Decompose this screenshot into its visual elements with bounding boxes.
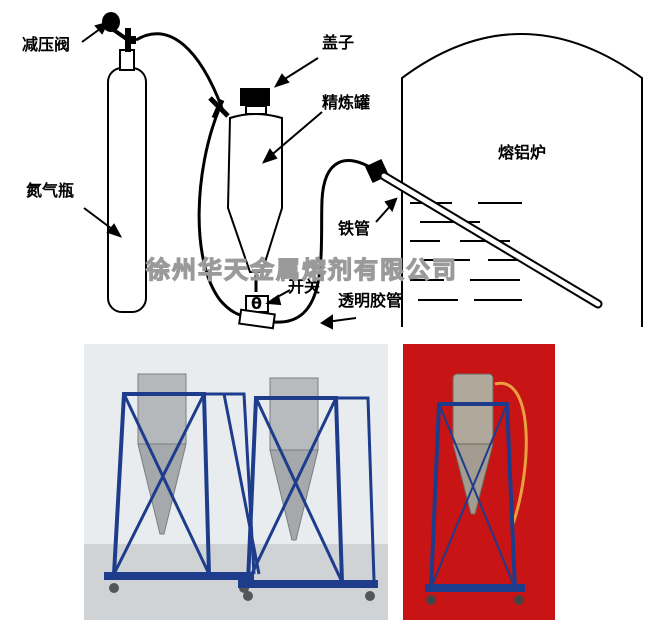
tank-cart-2	[238, 377, 378, 601]
label-arrows	[81, 21, 398, 330]
valve-symbol-label: θ	[251, 294, 262, 313]
photo-refining-carts	[84, 344, 388, 620]
photo-single-unit	[403, 344, 555, 620]
gas-hose-side	[197, 111, 247, 318]
single-tank-cart	[425, 373, 528, 605]
label-aluminum-furnace: 熔铝炉	[498, 143, 546, 162]
label-iron-pipe: 铁管	[338, 219, 370, 238]
label-cap: 盖子	[322, 33, 354, 52]
label-switch: 开关	[288, 277, 320, 296]
gas-hose-upper	[135, 32, 224, 109]
tee-connector	[208, 96, 230, 120]
label-pressure-valve: 减压阀	[22, 35, 70, 54]
aluminum-furnace	[401, 33, 643, 327]
switch-valve: θ	[238, 294, 276, 330]
nitrogen-bottle	[107, 28, 147, 313]
company-watermark: 徐州华天金属熔剂有限公司	[145, 256, 458, 284]
pressure-valve	[102, 12, 136, 44]
transparent-hose	[273, 159, 379, 324]
label-refining-tank: 精炼罐	[322, 93, 370, 112]
iron-pipe	[365, 159, 603, 309]
label-transparent-hose: 透明胶管	[338, 291, 402, 310]
label-nitrogen-bottle: 氮气瓶	[26, 181, 74, 200]
